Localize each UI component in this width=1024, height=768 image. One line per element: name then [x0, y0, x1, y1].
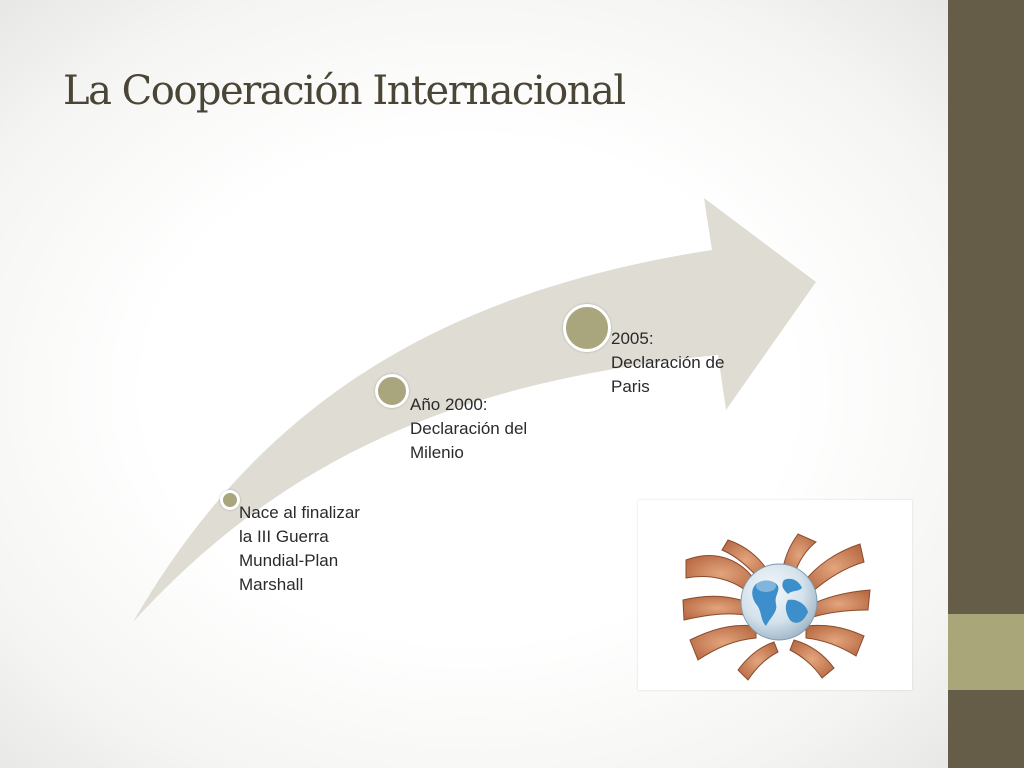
timeline-arrow-shape: [133, 198, 816, 622]
timeline-label-3: 2005: Declaración de Paris: [611, 329, 725, 396]
sidebar-accent-block: [948, 614, 1024, 690]
timeline-dot-3: [563, 304, 611, 352]
timeline-label-1: Nace al finalizar la III Guerra Mundial-…: [239, 503, 360, 594]
timeline-dot-2: [375, 374, 409, 408]
timeline-dot-1: [220, 490, 240, 510]
slide-title: La Cooperación Internacional: [63, 68, 626, 114]
timeline-label-2: Año 2000: Declaración del Milenio: [410, 395, 528, 462]
globe-hands-image: [638, 500, 912, 690]
globe-hands-icon: [682, 533, 871, 681]
timeline-arrow: [133, 198, 816, 622]
